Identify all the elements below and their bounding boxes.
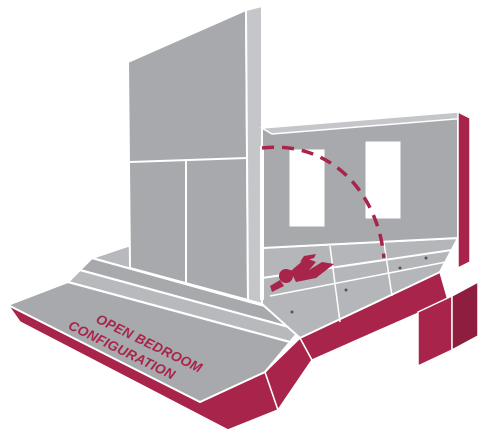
floor-fastener (399, 267, 402, 270)
foundation-block-side (452, 282, 478, 350)
floor-fastener (345, 289, 348, 292)
floor-fastener (291, 311, 294, 314)
floor-fastener (425, 257, 428, 260)
right-wall-edge (458, 112, 470, 268)
tall-wall-side (246, 6, 262, 304)
tall-wall-front (128, 10, 248, 300)
window-left (290, 150, 324, 226)
figure-head (279, 269, 293, 283)
tall-partition-wall (128, 6, 262, 304)
